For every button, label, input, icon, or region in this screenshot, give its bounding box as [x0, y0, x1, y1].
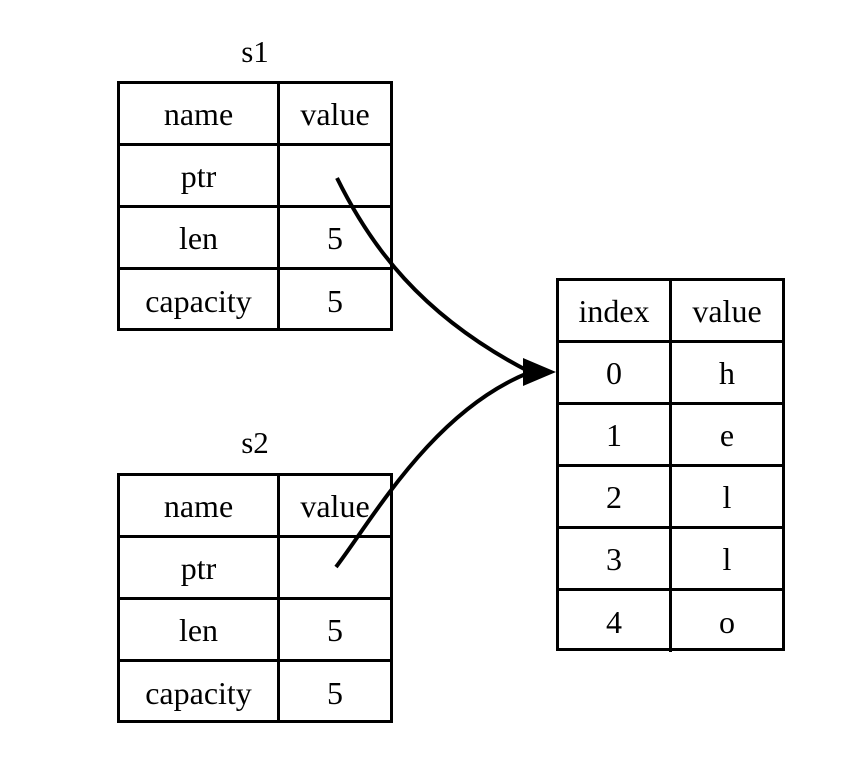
field-value-capacity: 5: [327, 674, 343, 711]
heap-value-2: l: [722, 478, 732, 515]
field-name-len: len: [120, 600, 280, 659]
field-name-capacity: capacity: [120, 270, 280, 331]
heap-value-1: e: [719, 416, 735, 453]
struct-table-s1: name value ptr len 5 capacity 5: [117, 81, 393, 331]
field-value-capacity: 5: [327, 282, 343, 319]
struct-caption-s1: s1: [241, 34, 269, 69]
heap-index-2: 2: [559, 467, 672, 526]
table-row: capacity 5: [120, 662, 390, 723]
table-header-row: name value: [120, 476, 390, 538]
header-cell-value: value: [300, 487, 370, 524]
table-row: 4 o: [559, 591, 782, 652]
heap-index-0: 0: [559, 343, 672, 402]
field-value-len: 5: [327, 611, 343, 648]
header-cell-index: index: [559, 281, 672, 340]
struct-caption-s2: s2: [241, 425, 269, 460]
table-row: 1 e: [559, 405, 782, 467]
field-name-capacity: capacity: [120, 662, 280, 723]
field-name-ptr: ptr: [120, 146, 280, 205]
table-row: ptr: [120, 146, 390, 208]
heap-index-1: 1: [559, 405, 672, 464]
table-row: 0 h: [559, 343, 782, 405]
field-name-ptr: ptr: [120, 538, 280, 597]
table-header-row: name value: [120, 84, 390, 146]
struct-table-s2: name value ptr len 5 capacity 5: [117, 473, 393, 723]
heap-data-table: index value 0 h 1 e 2 l 3 l 4 o: [556, 278, 785, 652]
table-header-row: index value: [559, 281, 782, 343]
table-row: 2 l: [559, 467, 782, 529]
field-value-ptr: [280, 146, 390, 205]
field-value-ptr: [280, 538, 390, 597]
header-cell-value: value: [300, 95, 370, 132]
heap-value-3: l: [722, 540, 732, 577]
heap-index-3: 3: [559, 529, 672, 588]
heap-value-4: o: [719, 603, 735, 640]
heap-value-0: h: [719, 354, 735, 391]
table-row: len 5: [120, 208, 390, 270]
table-row: len 5: [120, 600, 390, 662]
heap-index-4: 4: [559, 591, 672, 652]
table-row: ptr: [120, 538, 390, 600]
header-cell-name: name: [120, 84, 280, 143]
table-row: capacity 5: [120, 270, 390, 331]
field-value-len: 5: [327, 219, 343, 256]
field-name-len: len: [120, 208, 280, 267]
table-row: 3 l: [559, 529, 782, 591]
header-cell-value: value: [692, 292, 762, 329]
header-cell-name: name: [120, 476, 280, 535]
arrowhead-icon: [523, 358, 556, 386]
